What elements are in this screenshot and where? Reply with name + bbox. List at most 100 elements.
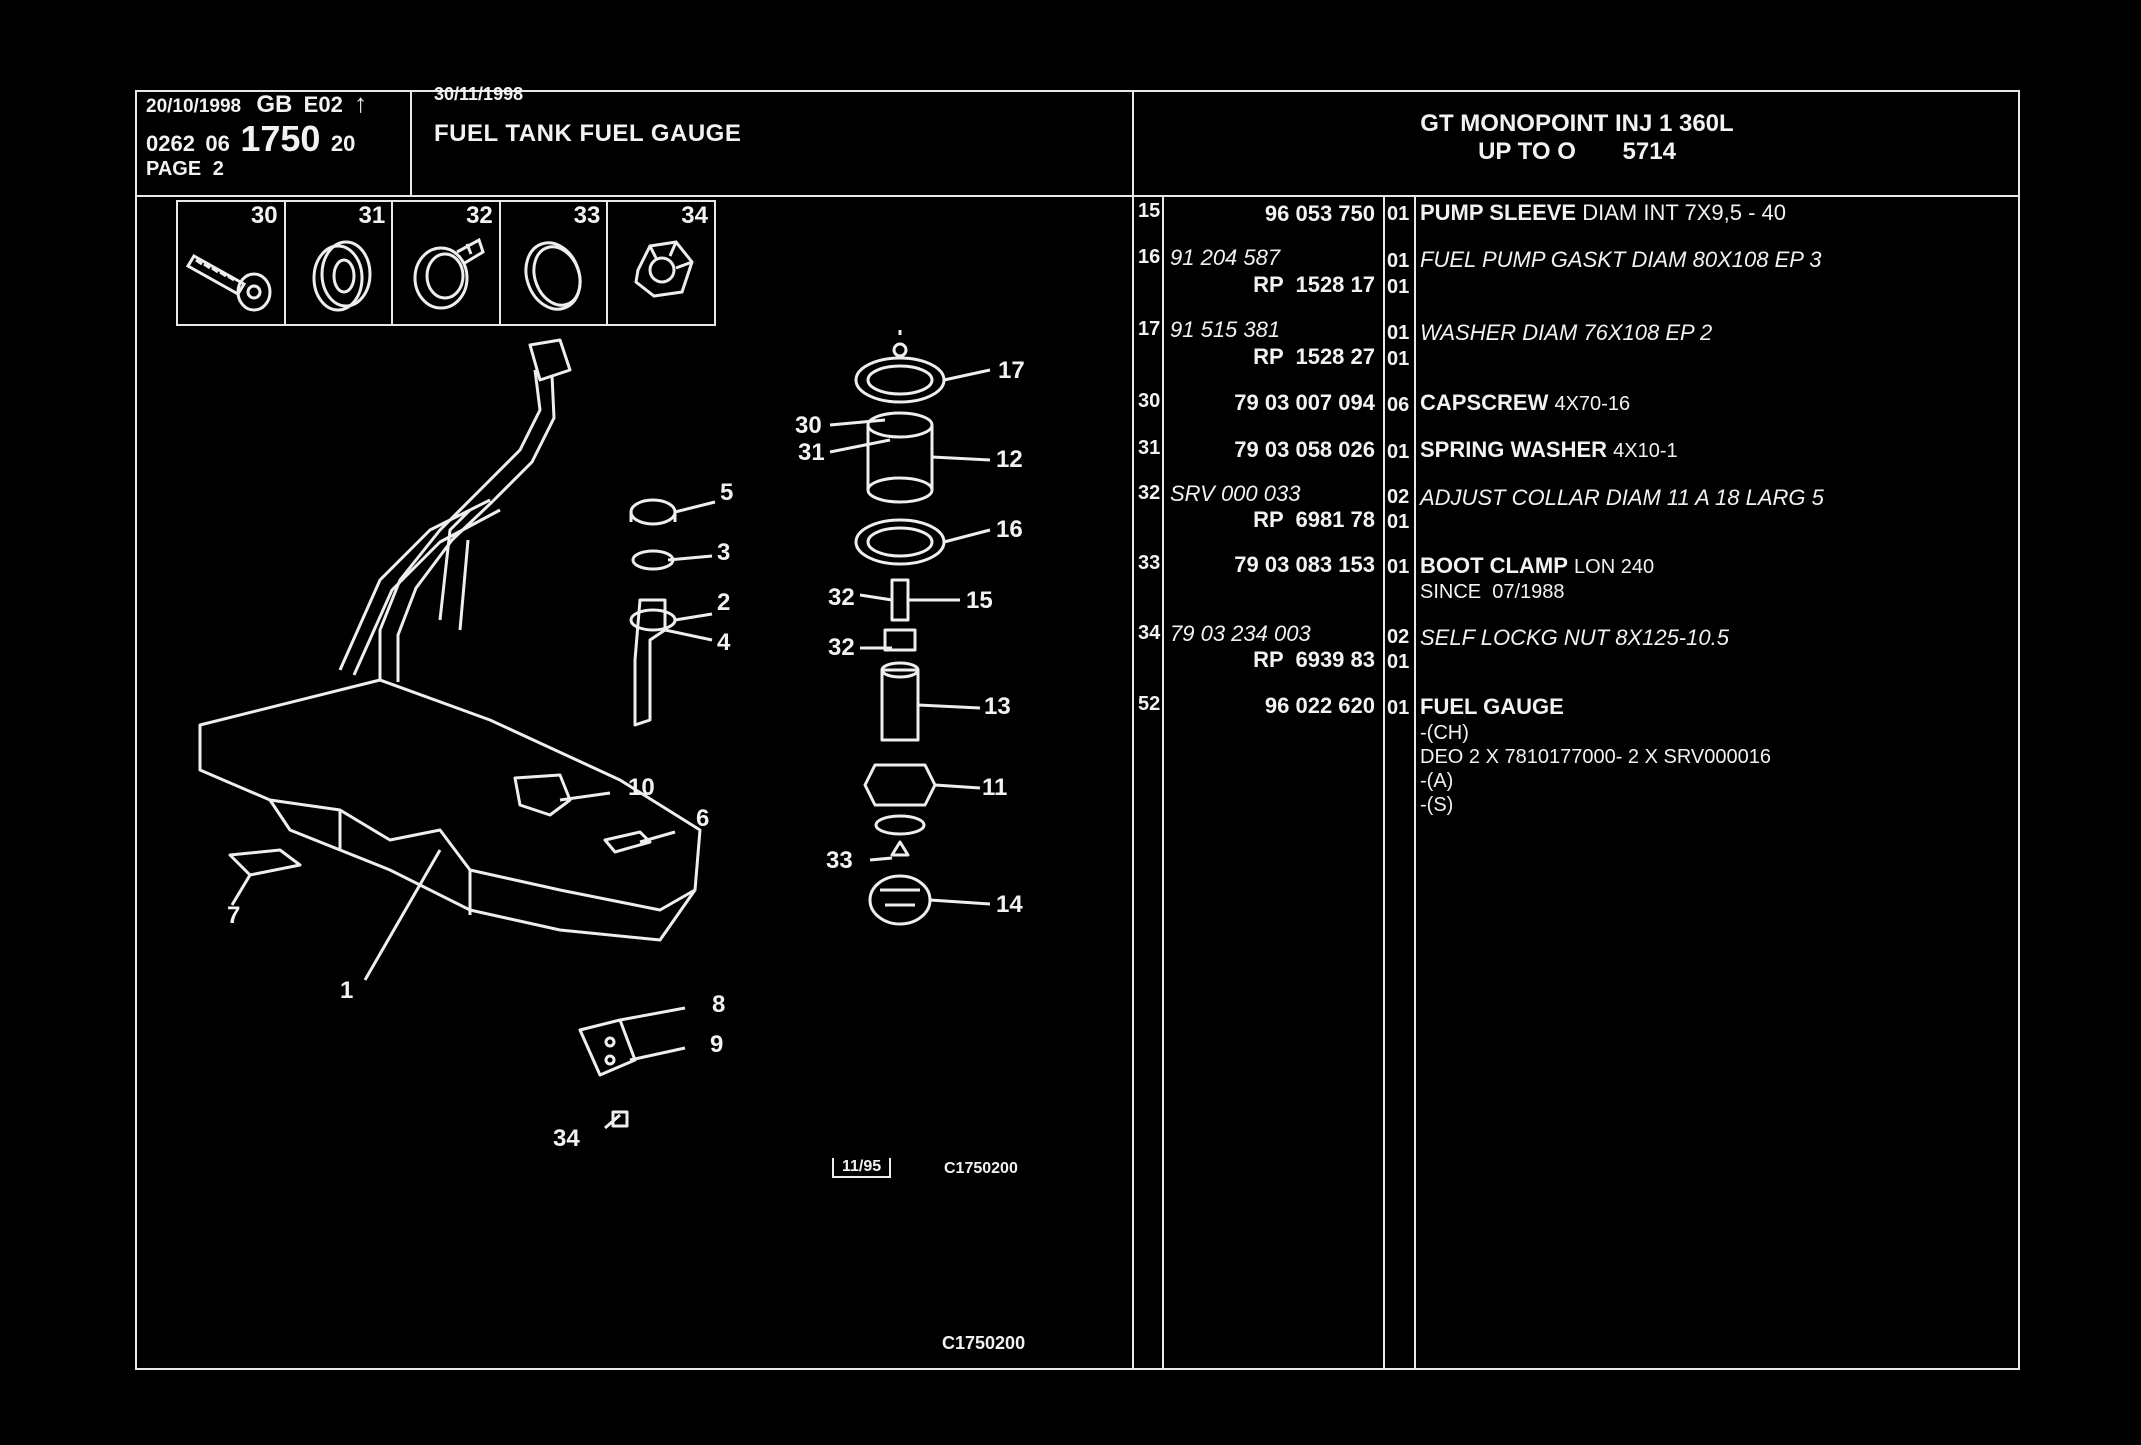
part-ref: 91 204 587	[1170, 245, 1281, 270]
quantity: 01	[1387, 203, 1410, 225]
callout-9: 9	[710, 1031, 723, 1058]
footer-ref-code: C1750200	[942, 1333, 1026, 1353]
icon-number: 33	[573, 202, 601, 229]
model-line1: GT MONOPOINT INJ 1 360L	[1420, 110, 1734, 137]
page-number: PAGE 2	[146, 158, 224, 181]
item-number: 33	[1138, 552, 1161, 574]
divider-left-right	[1132, 90, 1134, 1370]
part-ref: 79 03 083 153	[1234, 552, 1375, 577]
capscrew-icon	[186, 253, 272, 312]
header-date2: 30/11/1998	[434, 84, 524, 104]
filler-hose	[378, 369, 542, 680]
quantity: 01	[1387, 250, 1410, 272]
callout-14: 14	[996, 891, 1023, 918]
part-description: FUEL PUMP GASKT DIAM 80X108 EP 3	[1420, 247, 1822, 272]
callout-1: 1	[340, 977, 353, 1004]
divider-qty-col	[1383, 195, 1385, 1370]
part-note: -(S)	[1420, 794, 1454, 816]
quantity-rp: 01	[1387, 348, 1410, 370]
fuel-tank-shape	[198, 678, 702, 912]
part-ref: 96 022 620	[1264, 693, 1375, 718]
quantity: 06	[1387, 394, 1410, 416]
callout-15: 15	[966, 587, 993, 614]
part-notes: -(CH) DEO 2 X 7810177000- 2 X SRV000016 …	[1420, 721, 1771, 817]
hardware-icons-strip: 30 31 32	[176, 200, 716, 326]
callout-32a: 32	[828, 584, 855, 611]
pump-13	[880, 668, 920, 742]
model-block: GT MONOPOINT INJ 1 360L UP TO O 5714	[1134, 110, 2020, 166]
part-ref: 79 03 058 026	[1234, 437, 1375, 462]
quantity-rp: 01	[1387, 651, 1410, 673]
part-ref: 79 03 234 003	[1170, 621, 1311, 646]
icon-number: 31	[358, 202, 386, 229]
desc-bold: CAPSCREW	[1420, 390, 1549, 415]
divider-item-col	[1162, 195, 1164, 1370]
callout-32b: 32	[828, 634, 855, 661]
divider-desc-col	[1414, 195, 1416, 1370]
part-description: FUEL GAUGE	[1420, 694, 1564, 720]
item-number: 16	[1138, 246, 1161, 268]
callout-17: 17	[998, 357, 1025, 384]
callout-31: 31	[798, 439, 825, 466]
callout-30: 30	[795, 412, 822, 439]
cap-shape	[629, 498, 677, 526]
lock-nut-icon	[634, 240, 695, 298]
quantity: 01	[1387, 322, 1410, 344]
icon-cell-34: 34	[608, 202, 714, 324]
desc-rest: LON 240	[1574, 556, 1655, 578]
code-main: 1750	[240, 118, 321, 159]
icon-cell-30: 30	[178, 202, 286, 324]
part-description: BOOT CLAMP LON 240	[1420, 553, 1654, 579]
filter-14	[868, 874, 932, 926]
callout-16: 16	[996, 516, 1023, 543]
part-description: SPRING WASHER 4X10-1	[1420, 437, 1678, 463]
spring-washer-icon	[312, 240, 372, 312]
divider-header-left	[410, 90, 412, 195]
code-b: 06	[205, 131, 230, 156]
part-description: SELF LOCKG NUT 8X125-10.5	[1420, 625, 1729, 650]
model-line2-wrap: UP TO O 5714	[1134, 138, 2020, 166]
part-description: PUMP SLEEVE DIAM INT 7X9,5 - 40	[1420, 200, 1786, 226]
code-c: 20	[330, 131, 356, 156]
item-number: 34	[1138, 622, 1161, 644]
callout-2: 2	[717, 589, 730, 616]
header-date: 20/10/1998 GB E02 ↑	[146, 88, 367, 119]
desc-bold: BOOT CLAMP	[1420, 553, 1568, 578]
item-number: 15	[1138, 200, 1161, 222]
model-serial: 5714	[1622, 138, 1676, 165]
callout-13: 13	[984, 693, 1011, 720]
part-note: SINCE 07/1988	[1420, 581, 1565, 603]
part-ref: 91 515 381	[1170, 317, 1281, 342]
part-ref: 79 03 007 094	[1234, 390, 1375, 415]
icon-cell-33: 33	[501, 202, 609, 324]
exploded-parts-diagram: 5 3 2 4 10 6 7 1 8 9 34 30 31 17 12 16 3…	[198, 330, 1025, 1152]
desc-rest: 4X70-16	[1554, 393, 1631, 415]
part-ref-rp: RP 6981 78	[1253, 507, 1375, 532]
part-ref-rp: RP 1528 27	[1253, 344, 1375, 369]
desc-rest: 4X10-1	[1613, 440, 1678, 462]
edition: E02	[303, 92, 343, 117]
icon-number: 34	[681, 202, 708, 229]
adjust-collar-icon	[413, 237, 485, 310]
diagram-ref-code: C1750200	[944, 1160, 1018, 1177]
up-arrow-icon: ↑	[354, 88, 368, 118]
desc-bold: SPRING WASHER	[1420, 437, 1608, 462]
icon-number: 32	[466, 202, 493, 229]
callout-3: 3	[717, 539, 730, 566]
part-note: -(CH)	[1420, 722, 1469, 744]
housing-11	[863, 763, 937, 807]
part-ref: 96 053 750	[1264, 201, 1375, 226]
part-ref: SRV 000 033	[1170, 481, 1301, 506]
page-num: 2	[212, 158, 224, 180]
country: GB	[256, 91, 293, 118]
part-description: WASHER DIAM 76X108 EP 2	[1420, 320, 1713, 345]
page-title: FUEL TANK FUEL GAUGE	[434, 120, 742, 147]
callout-33: 33	[826, 847, 853, 874]
icon-cell-31: 31	[286, 202, 394, 324]
desc-rest: DIAM INT 7X9,5 - 40	[1582, 200, 1786, 225]
callout-34: 34	[553, 1125, 580, 1152]
code-a: 0262	[146, 131, 195, 156]
callout-4: 4	[717, 629, 731, 656]
item-number: 30	[1138, 390, 1161, 412]
icon-number: 30	[250, 202, 278, 229]
